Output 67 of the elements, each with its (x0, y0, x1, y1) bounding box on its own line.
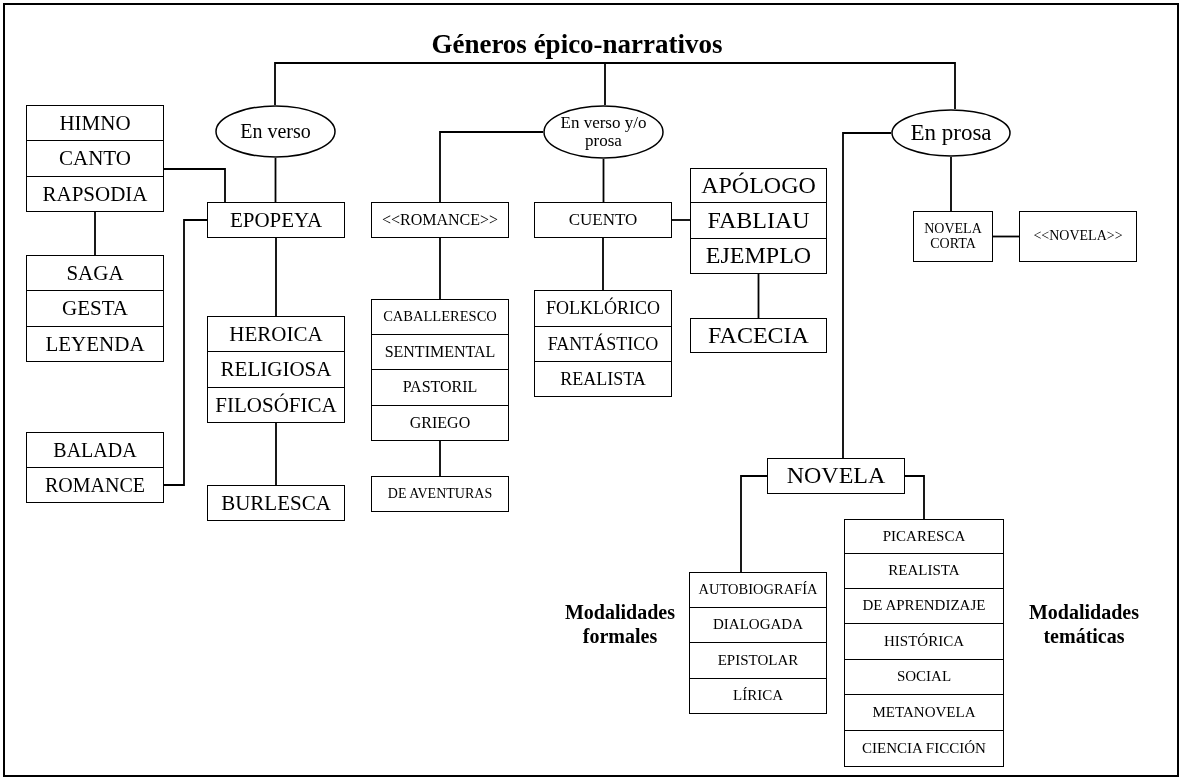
connector-line (740, 475, 768, 573)
category-ellipse: En prosa (891, 109, 1011, 157)
category-box: CABALLERESCO (371, 299, 509, 335)
connector-line (274, 62, 578, 106)
category-box: RAPSODIA (26, 177, 164, 212)
category-box: BURLESCA (207, 485, 345, 521)
connector-line (163, 219, 208, 486)
category-ellipse: En verso y/o prosa (543, 105, 664, 159)
category-box: <<NOVELA>> (1019, 211, 1137, 262)
connector-line (439, 131, 544, 203)
connector-line (671, 219, 691, 221)
category-box: NOVELA CORTA (913, 211, 993, 262)
connector-line (94, 211, 96, 256)
category-box: <<ROMANCE>> (371, 202, 509, 238)
category-box: HISTÓRICA (844, 624, 1004, 660)
category-box: PICARESCA (844, 519, 1004, 554)
category-box: REALISTA (844, 554, 1004, 589)
category-box: AUTOBIOGRAFÍA (689, 572, 827, 608)
connector-line (439, 440, 441, 477)
category-box: HEROICA (207, 316, 345, 352)
category-box: SOCIAL (844, 660, 1004, 695)
category-box: EPISTOLAR (689, 643, 827, 679)
category-box: FABLIAU (690, 203, 827, 239)
connector-line (602, 158, 605, 203)
category-box: CUENTO (534, 202, 672, 238)
connector-line (439, 237, 441, 300)
connector-line (950, 156, 952, 212)
category-box: LÍRICA (689, 679, 827, 714)
connector-line (757, 273, 760, 319)
category-box: BALADA (26, 432, 164, 468)
category-box: EPOPEYA (207, 202, 345, 238)
category-box: EJEMPLO (690, 239, 827, 274)
category-box: DIALOGADA (689, 608, 827, 643)
category-box: REALISTA (534, 362, 672, 397)
category-box: METANOVELA (844, 695, 1004, 731)
category-box: DE APRENDIZAJE (844, 589, 1004, 624)
diagram-title: Géneros épico-narrativos (420, 25, 734, 63)
category-box: LEYENDA (26, 327, 164, 362)
category-box: FILOSÓFICA (207, 388, 345, 423)
connector-line (163, 168, 226, 203)
connector-line (274, 157, 277, 203)
category-box: PASTORIL (371, 370, 509, 406)
connector-line (275, 422, 277, 486)
category-box: FANTÁSTICO (534, 327, 672, 362)
section-label: Modalidades temáticas (1028, 600, 1140, 648)
connector-line (904, 475, 925, 520)
connector-line (275, 237, 277, 317)
category-box: FOLKLÓRICO (534, 290, 672, 327)
category-box: SAGA (26, 255, 164, 291)
category-box: CIENCIA FICCIÓN (844, 731, 1004, 767)
category-box: APÓLOGO (690, 168, 827, 203)
connector-line (576, 62, 956, 110)
category-ellipse: En verso (215, 105, 336, 158)
category-box: GESTA (26, 291, 164, 327)
category-box: DE AVENTURAS (371, 476, 509, 512)
section-label: Modalidades formales (564, 600, 676, 648)
category-box: NOVELA (767, 458, 905, 494)
category-box: FACECIA (690, 318, 827, 353)
category-box: GRIEGO (371, 406, 509, 441)
category-box: HIMNO (26, 105, 164, 141)
category-box: RELIGIOSA (207, 352, 345, 388)
connector-line (992, 235, 1020, 238)
connector-line (602, 237, 604, 291)
category-box: ROMANCE (26, 468, 164, 503)
category-box: CANTO (26, 141, 164, 177)
category-box: SENTIMENTAL (371, 335, 509, 370)
connector-line (842, 132, 892, 459)
